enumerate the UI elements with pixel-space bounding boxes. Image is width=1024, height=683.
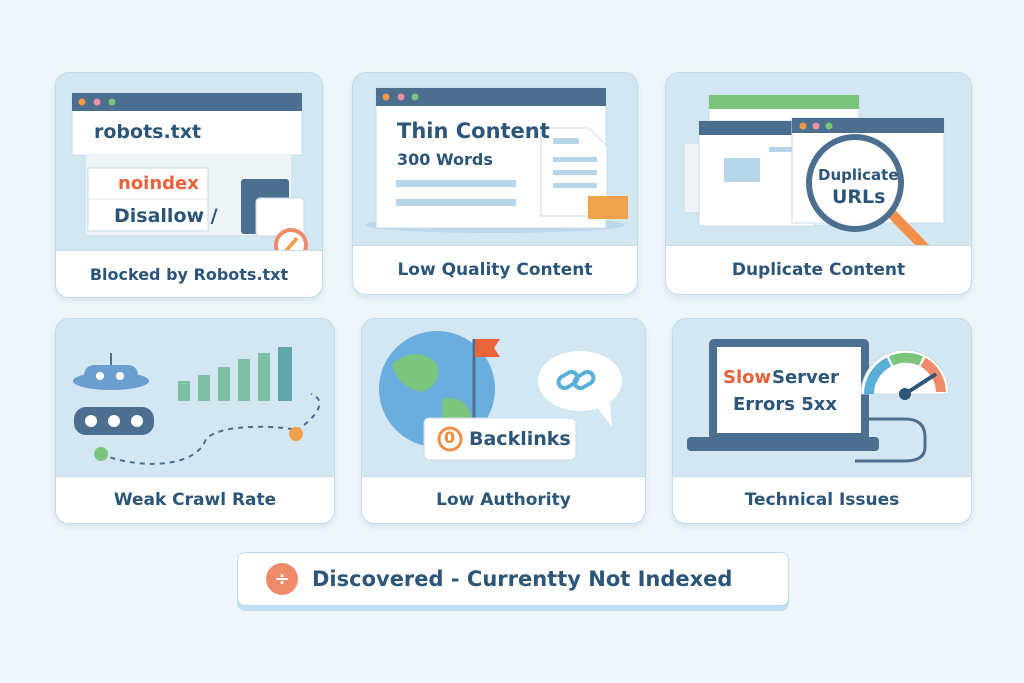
- card-label: Technical Issues: [673, 476, 971, 523]
- card-label: Low Authority: [362, 476, 645, 523]
- card-label: Blocked by Robots.txt: [56, 250, 322, 297]
- card-weak-crawl: Weak Crawl Rate: [55, 318, 335, 524]
- status-text: Discovered - Currentty Not Indexed: [312, 567, 733, 591]
- card-label: Duplicate Content: [666, 245, 971, 294]
- thin-content-text: Thin Content: [397, 119, 550, 143]
- card-label: Low Quality Content: [353, 245, 637, 294]
- card-blocked-robots: robots.txt noindex Disallow / Blocked by…: [55, 72, 323, 298]
- errors-text: Errors 5xx: [733, 394, 838, 415]
- duplicate-illustration: [683, 94, 945, 256]
- disallow-text: Disallow /: [114, 205, 218, 227]
- backlink-count: 0: [444, 428, 456, 447]
- server-text: Server: [772, 367, 839, 388]
- card-low-authority: 0 Backlinks Low Authority: [361, 318, 646, 524]
- authority-illustration: [379, 331, 622, 461]
- crawl-illustration: [73, 347, 321, 465]
- robots-illustration: [71, 92, 308, 262]
- info-icon: ÷: [266, 563, 298, 595]
- card-label: Weak Crawl Rate: [56, 476, 334, 523]
- status-banner: ÷ Discovered - Currentty Not Indexed: [237, 552, 789, 606]
- robots-txt-text: robots.txt: [94, 121, 202, 143]
- word-count-text: 300 Words: [397, 150, 493, 169]
- thin-content-illustration: [365, 87, 628, 233]
- card-technical: Slow Server Errors 5xx Technical Issues: [672, 318, 972, 524]
- server-illustration: [687, 339, 950, 463]
- duplicate-text: Duplicate: [818, 166, 899, 184]
- urls-text: URLs: [832, 186, 886, 208]
- backlinks-text: Backlinks: [469, 428, 571, 450]
- card-low-quality: Thin Content 300 Words Low Quality Conte…: [352, 72, 638, 295]
- slow-text: Slow: [723, 367, 772, 388]
- card-duplicate: Duplicate URLs Duplicate Content: [665, 72, 972, 295]
- noindex-text: noindex: [118, 173, 199, 194]
